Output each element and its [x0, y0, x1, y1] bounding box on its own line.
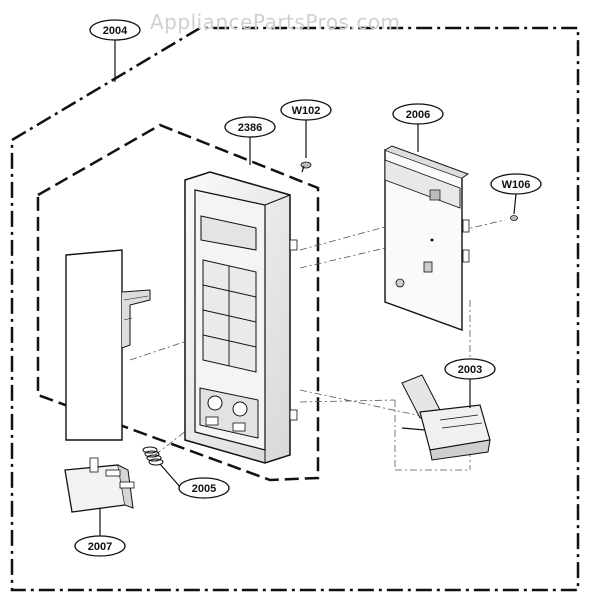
- svg-text:2006: 2006: [406, 109, 430, 121]
- assembly-2386-boundary: [36, 123, 320, 482]
- leader-lines: [99, 40, 517, 536]
- spring-2005: [142, 446, 164, 466]
- screw-w106: [510, 215, 518, 221]
- svg-text:2003: 2003: [458, 364, 482, 376]
- svg-text:2386: 2386: [238, 122, 262, 134]
- svg-text:W106: W106: [502, 179, 531, 191]
- callout-w106: W106: [490, 173, 542, 195]
- svg-text:W102: W102: [292, 105, 321, 117]
- callout-2386: 2386: [224, 116, 276, 138]
- assembly-2004-boundary: [10, 26, 580, 592]
- screw-w102: [300, 161, 312, 173]
- membrane-keypad: [65, 249, 151, 441]
- svg-text:2007: 2007: [88, 541, 112, 553]
- callout-2003: 2003: [444, 358, 496, 380]
- callout-w102: W102: [280, 99, 332, 121]
- callout-2006: 2006: [392, 103, 444, 125]
- svg-text:2004: 2004: [103, 25, 128, 37]
- callout-2004: 2004: [89, 19, 141, 41]
- pcb-2006: [384, 145, 470, 331]
- control-panel-frame: [184, 171, 298, 464]
- callout-2007: 2007: [74, 535, 126, 557]
- svg-text:2005: 2005: [192, 483, 216, 495]
- door-button-2007: [64, 457, 135, 513]
- callout-2005: 2005: [178, 477, 230, 499]
- latch-lever-2003: [401, 374, 491, 461]
- watermark: AppliancePartsPros.com: [150, 10, 401, 34]
